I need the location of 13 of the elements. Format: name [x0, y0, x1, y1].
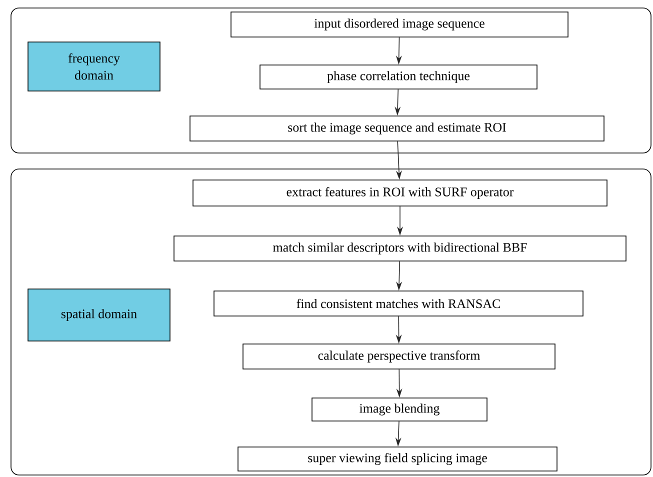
- group-panel: [10, 8, 652, 154]
- domain-label-box: spatial domain: [28, 288, 170, 342]
- process-box: input disordered image sequence: [230, 12, 568, 38]
- group-panel: [10, 168, 652, 476]
- process-box: calculate perspective transform: [242, 344, 556, 370]
- process-box: extract features in ROI with SURF operator: [192, 180, 608, 206]
- process-box: find consistent matches with RANSAC: [214, 290, 584, 316]
- domain-label-box: frequency domain: [28, 42, 160, 92]
- process-box: image blending: [312, 398, 488, 422]
- process-box: sort the image sequence and estimate ROI: [190, 116, 604, 142]
- process-box: phase correlation technique: [260, 64, 538, 90]
- process-box: match similar descriptors with bidirectional BBF: [174, 236, 626, 262]
- process-box: super viewing field splicing image: [238, 446, 558, 472]
